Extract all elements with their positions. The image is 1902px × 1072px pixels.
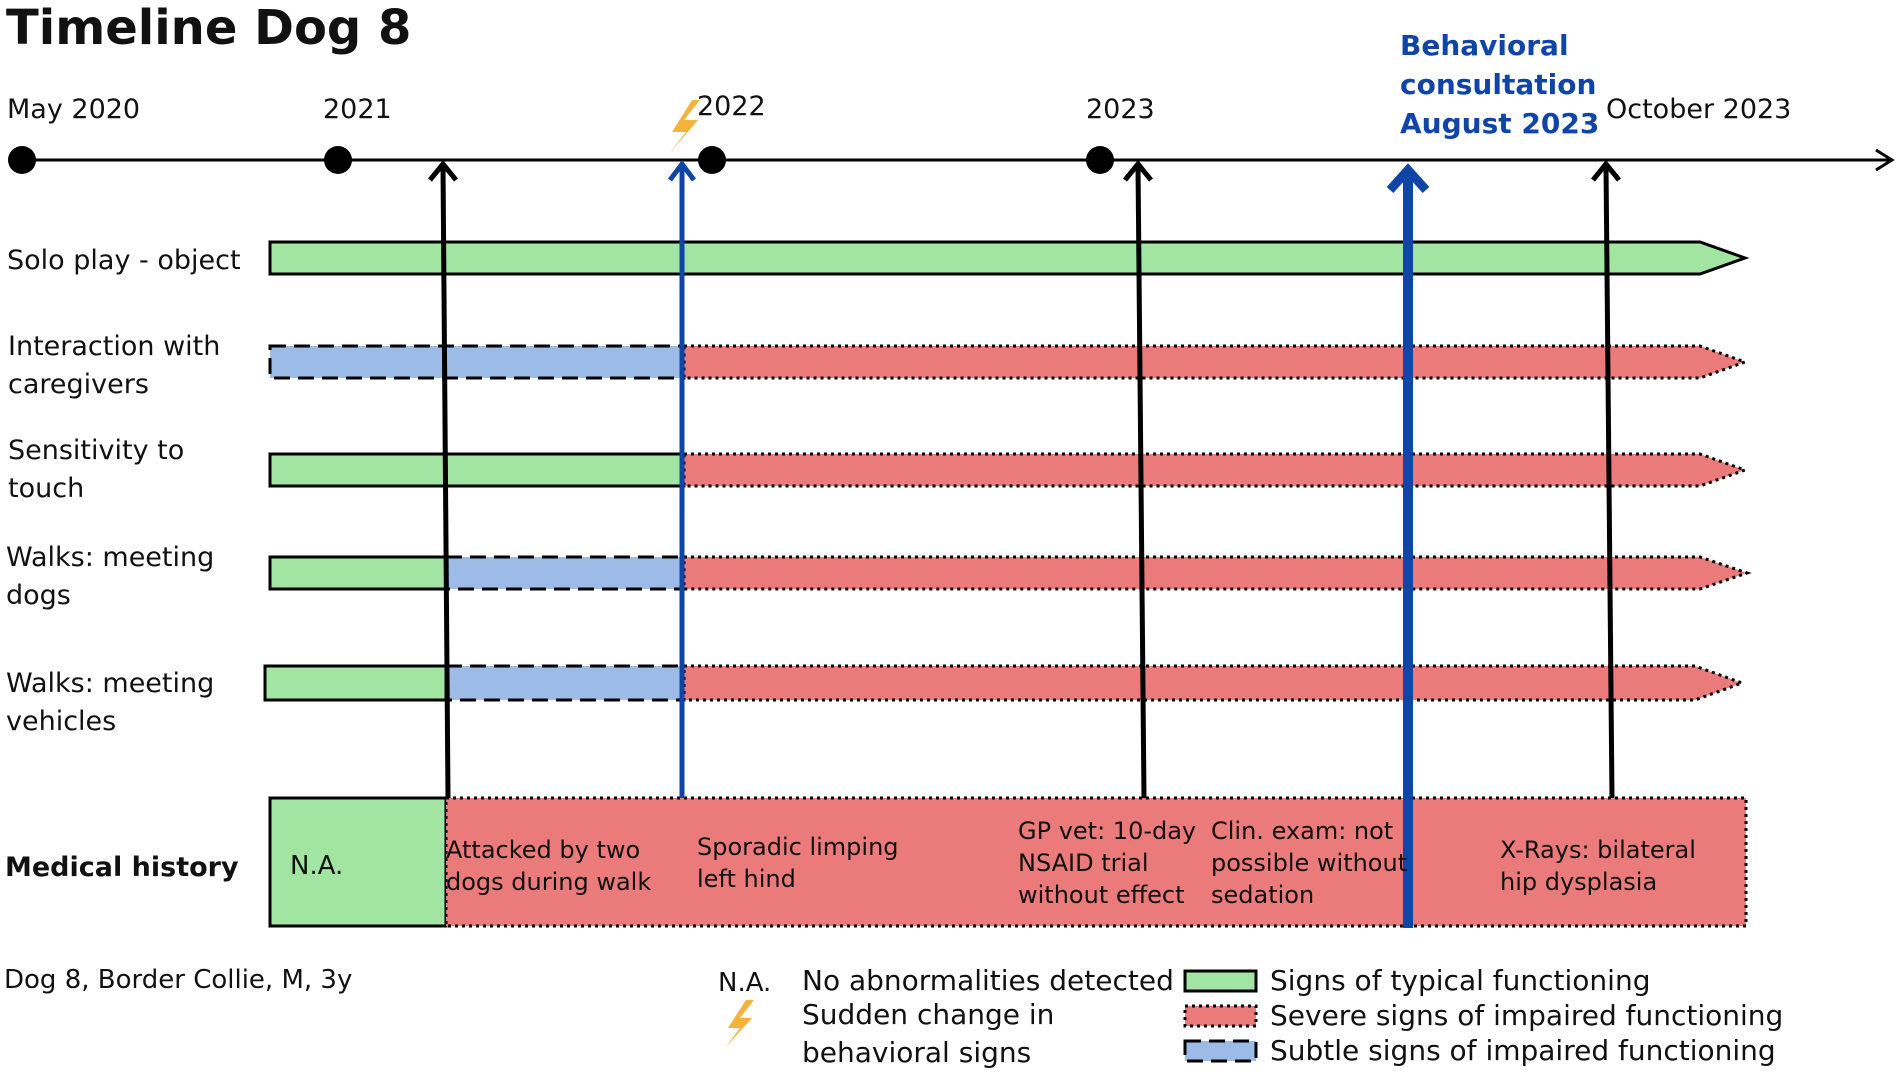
legend-sudden-text: Sudden change in behavioral signs [802, 998, 1055, 1069]
bar-caregivers-subtle [268, 344, 686, 380]
event-arrow-attack [428, 160, 458, 799]
date-label-2023: 2023 [1086, 94, 1155, 125]
bar-touch-severe [682, 452, 1750, 488]
medical-na-box [268, 796, 448, 928]
legend-swatch-severe [1183, 1004, 1258, 1028]
medical-history-label: Medical history [5, 852, 239, 883]
event-arrow-xray [1591, 160, 1621, 799]
row-label-sensitivity-touch: Sensitivity to touch [8, 435, 185, 504]
legend-swatch-subtle [1183, 1039, 1258, 1063]
event-arrow-gp-vet [1123, 160, 1153, 799]
bar-walks-dogs-severe [682, 555, 1752, 591]
legend-swatch-typical [1183, 969, 1258, 993]
date-label-2022: 2022 [697, 91, 766, 122]
medical-event-clin-exam: Clin. exam: not possible without sedatio… [1211, 817, 1408, 909]
legend-typical-text: Signs of typical functioning [1270, 964, 1651, 997]
bar-walks-dogs-subtle [444, 555, 686, 591]
time-dot-may-2020 [8, 146, 36, 174]
bar-touch-typical [268, 452, 686, 488]
bar-caregivers-severe [682, 344, 1750, 380]
date-label-october-2023: October 2023 [1606, 94, 1792, 125]
page-title: Timeline Dog 8 [6, 0, 412, 56]
medical-event-xray: X-Rays: bilateral hip dysplasia [1500, 836, 1696, 896]
bar-walks-vehicles-subtle [444, 664, 686, 702]
medical-event-gp-vet: GP vet: 10-day NSAID trial without effec… [1018, 817, 1197, 909]
medical-severe-box [444, 796, 1748, 928]
bar-walks-dogs-typical [268, 555, 448, 591]
bar-walks-vehicles-typical [263, 664, 448, 702]
legend-severe-text: Severe signs of impaired functioning [1270, 999, 1784, 1032]
legend-lightning-icon [725, 1000, 754, 1048]
row-label-walks-vehicles: Walks: meeting vehicles [6, 668, 215, 737]
bar-walks-vehicles-severe [682, 664, 1747, 702]
medical-event-limping: Sporadic limping left hind [697, 833, 899, 893]
subject-info: Dog 8, Border Collie, M, 3y [4, 965, 353, 995]
bar-solo-play-typical [268, 240, 1750, 276]
time-dot-2023 [1086, 146, 1114, 174]
time-dot-2021 [324, 146, 352, 174]
event-arrow-limping [668, 159, 696, 798]
row-label-interaction-caregivers: Interaction with caregivers [8, 331, 221, 400]
consultation-arrow [1386, 163, 1430, 928]
legend-na-symbol: N.A. [718, 968, 772, 998]
medical-event-attack: Attacked by two dogs during walk [446, 836, 652, 896]
consultation-label: Behavioral consultation August 2023 [1400, 29, 1600, 140]
row-label-walks-dogs: Walks: meeting dogs [6, 542, 215, 611]
legend-subtle-text: Subtle signs of impaired functioning [1270, 1034, 1776, 1067]
lightning-icon [668, 100, 700, 155]
legend-na-text: No abnormalities detected [802, 964, 1174, 997]
medical-na-text: N.A. [290, 851, 344, 881]
time-dot-2022 [698, 146, 726, 174]
time-axis-arrowhead [1875, 148, 1895, 172]
row-label-solo-play: Solo play - object [7, 245, 241, 276]
date-label-may-2020: May 2020 [7, 94, 141, 125]
date-label-2021: 2021 [323, 94, 392, 125]
